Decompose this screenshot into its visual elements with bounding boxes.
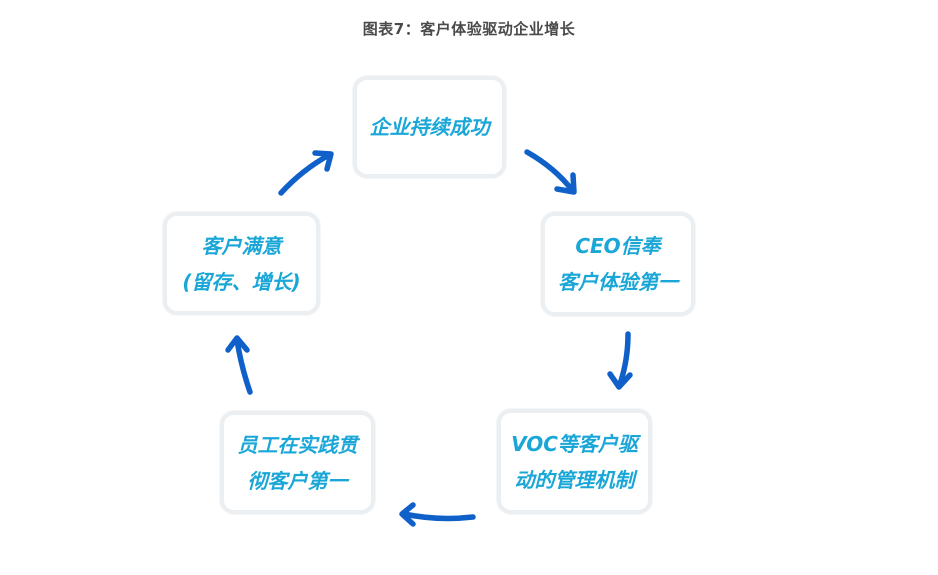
arrow-right-to-bottom-right (607, 331, 633, 390)
node-customer-satisfaction: 客户满意 (留存、增长) (163, 212, 320, 315)
arrow-bottom-left-to-left (225, 335, 253, 395)
node-label: CEO信奉 (575, 234, 661, 258)
node-label: 企业持续成功 (369, 115, 490, 139)
node-ceo-belief: CEO信奉 客户体验第一 (541, 212, 695, 316)
arrow-bottom-right-to-bottom-left (399, 502, 476, 527)
node-voc-mechanism: VOC等客户驱 动的管理机制 (497, 409, 652, 514)
node-label: 动的管理机制 (514, 467, 635, 492)
node-sustained-success: 企业持续成功 (353, 76, 506, 178)
figure-title: 图表7：客户体验驱动企业增长 (362, 20, 576, 38)
node-label: VOC等客户驱 (511, 431, 638, 456)
node-label: 员工在实践贯 (237, 432, 358, 457)
node-label: 客户满意 (201, 233, 282, 258)
arrow-top-to-right (524, 149, 577, 195)
node-label: 客户体验第一 (558, 270, 678, 294)
node-label: (留存、增长) (182, 269, 301, 294)
node-employee-practice: 员工在实践贯 彻客户第一 (220, 411, 375, 514)
node-label: 彻客户第一 (247, 468, 348, 493)
arrow-left-to-top (278, 150, 334, 196)
